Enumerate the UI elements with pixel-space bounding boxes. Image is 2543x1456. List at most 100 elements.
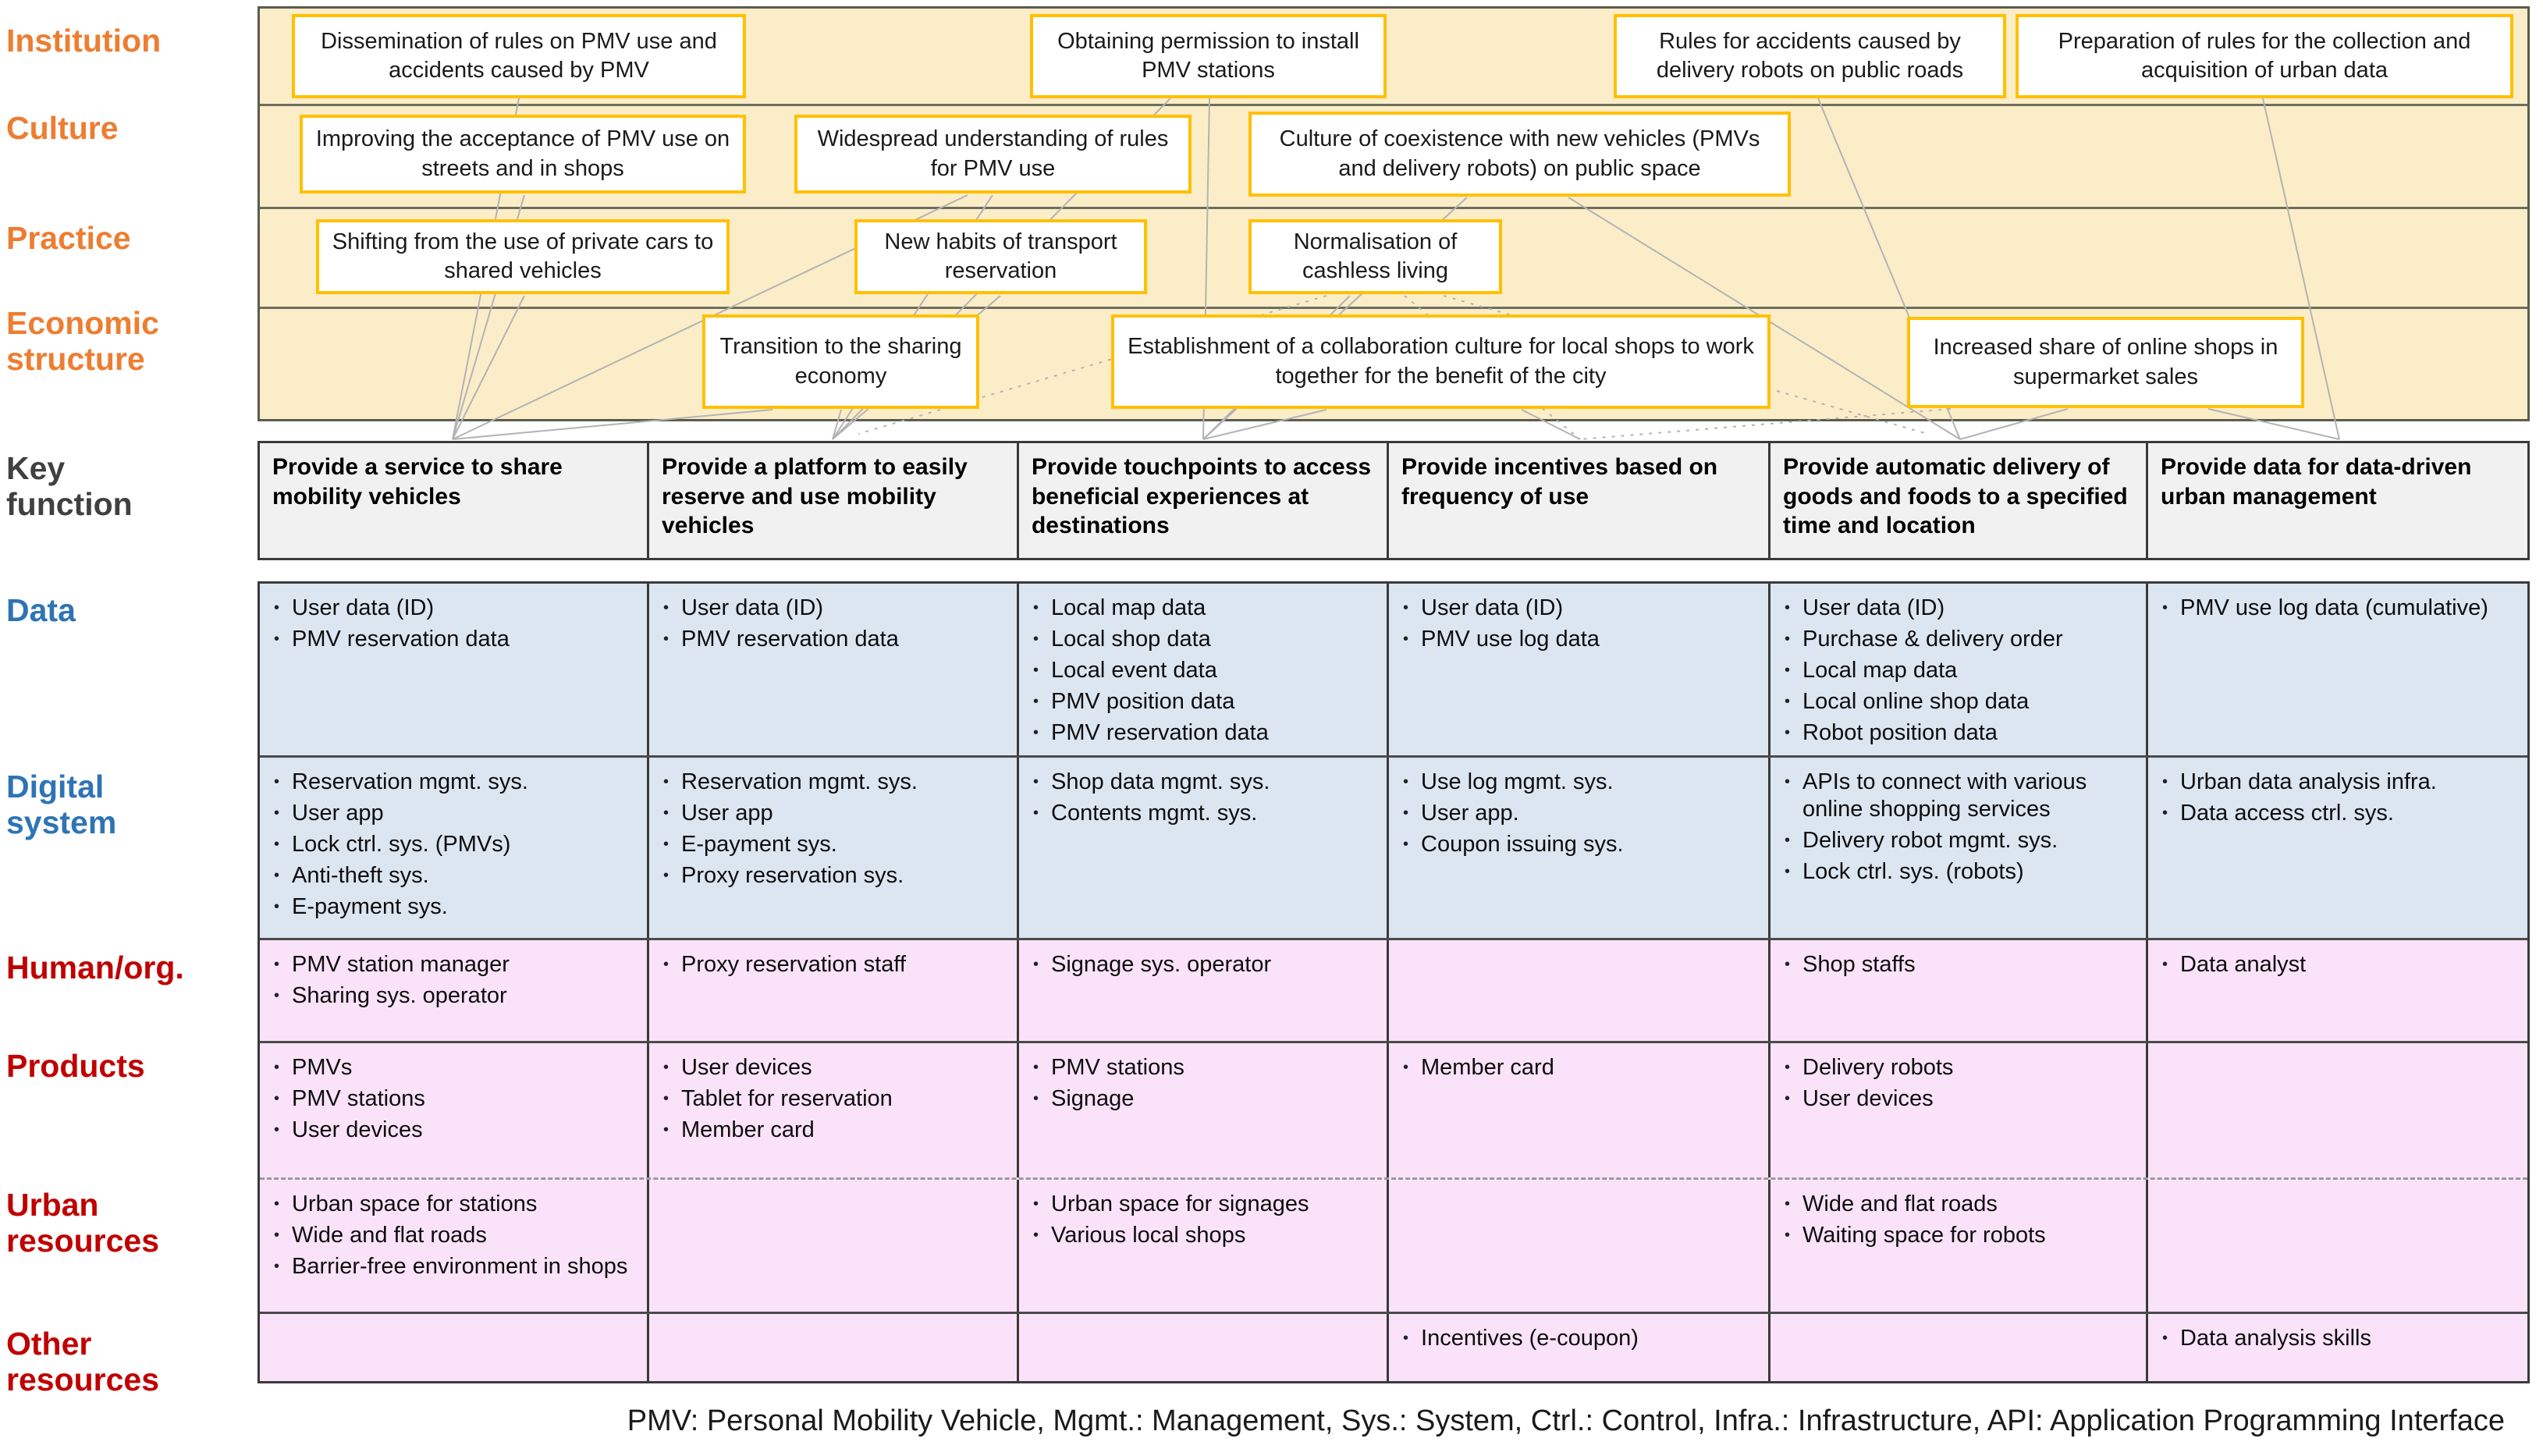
bullet-icon: • bbox=[1032, 630, 1039, 648]
list-item: • Data analysis skills bbox=[2162, 1325, 2515, 1352]
list-item-text: Reservation mgmt. sys. bbox=[680, 769, 918, 794]
institution-box-1: Dissemination of rules on PMV use and ac… bbox=[292, 14, 746, 98]
list-item-text: Urban space for signages bbox=[1051, 1191, 1309, 1216]
list-item-text: PMV stations bbox=[1051, 1055, 1184, 1080]
key-function-5: Provide automatic delivery of goods and … bbox=[1771, 443, 2148, 558]
list-item-text: Wide and flat roads bbox=[292, 1223, 487, 1248]
cell-digital-3: •Shop data mgmt. sys. •Contents mgmt. sys… bbox=[1019, 758, 1389, 938]
table-row-other-resources: •Incentives (e-coupon) • Data analysis sk… bbox=[260, 1312, 2527, 1381]
list-item-text: E-payment sys. bbox=[292, 894, 448, 919]
list-item-text: Data analysis skills bbox=[2180, 1326, 2371, 1351]
list-item: •Shop data mgmt. sys. bbox=[1033, 769, 1374, 796]
list-item: •Proxy reservation sys. bbox=[663, 862, 1004, 890]
cell-digital-2: •Reservation mgmt. sys.•User app•E-payme… bbox=[649, 758, 1019, 938]
list-item-text: Proxy reservation sys. bbox=[680, 863, 904, 888]
list-item-text: Local map data bbox=[1051, 595, 1206, 620]
bullet-icon: • bbox=[1785, 630, 1791, 648]
list-item-text: Tablet for reservation bbox=[680, 1086, 893, 1111]
list-item-text: Urban space for stations bbox=[292, 1191, 538, 1216]
list-item-text: User data (ID) bbox=[1802, 595, 1945, 620]
cell-human-5: •Shop staffs bbox=[1771, 940, 2148, 1041]
cell-data-6: •PMV use log data (cumulative) bbox=[2148, 584, 2527, 755]
bullet-icon: • bbox=[1785, 662, 1791, 679]
list-item: • Various local shops bbox=[1033, 1222, 1374, 1249]
list-item-text: Data analyst bbox=[2180, 952, 2307, 977]
list-item-text: Incentives (e-coupon) bbox=[1421, 1326, 1639, 1351]
list-item-text: User data (ID) bbox=[1421, 595, 1564, 620]
resource-table: •User data (ID)•PMV reservation data •Us… bbox=[257, 581, 2530, 1383]
bullet-icon: • bbox=[1403, 773, 1409, 790]
practice-box-1: Shifting from the use of private cars to… bbox=[316, 219, 730, 294]
cell-digital-4: •Use log mgmt. sys.•User app.•Coupon iss… bbox=[1389, 758, 1771, 938]
list-item-text: PMVs bbox=[292, 1055, 353, 1080]
bullet-icon: • bbox=[662, 836, 669, 853]
bullet-icon: • bbox=[1032, 662, 1039, 679]
list-item: • User data (ID) bbox=[1403, 595, 1756, 622]
list-item: •PMV reservation data bbox=[663, 626, 1004, 653]
list-item: •User data (ID) bbox=[274, 595, 634, 622]
list-item-text: Delivery robot mgmt. sys. bbox=[1802, 828, 2058, 853]
list-item-text: Local map data bbox=[1802, 658, 1958, 683]
bullet-icon: • bbox=[1403, 630, 1409, 648]
bullet-icon: • bbox=[1785, 599, 1791, 616]
bullet-icon: • bbox=[1785, 693, 1791, 710]
bullet-icon: • bbox=[1032, 773, 1039, 790]
list-item-text: User devices bbox=[292, 1117, 423, 1142]
bullet-icon: • bbox=[1785, 1195, 1791, 1213]
list-item: •User app bbox=[663, 800, 1004, 827]
row-label-human-org: Human/org. bbox=[6, 950, 184, 985]
list-item: •PMV position data bbox=[1033, 688, 1374, 716]
list-item-text: PMV stations bbox=[292, 1086, 425, 1111]
list-item: • Delivery robot mgmt. sys. bbox=[1785, 827, 2133, 854]
list-item: •Contents mgmt. sys. bbox=[1033, 800, 1374, 827]
row-label-products: Products bbox=[6, 1048, 145, 1084]
row-label-urban-resources: Urban resources bbox=[6, 1187, 160, 1259]
list-item: • E-payment sys. bbox=[274, 893, 634, 921]
bullet-icon: • bbox=[1032, 724, 1039, 741]
bullet-icon: • bbox=[1032, 1227, 1039, 1244]
key-function-3: Provide touchpoints to access beneficial… bbox=[1019, 443, 1389, 558]
bullet-icon: • bbox=[274, 898, 280, 915]
bullet-icon: • bbox=[2162, 1330, 2168, 1347]
list-item-text: Lock ctrl. sys. (PMVs) bbox=[292, 832, 511, 857]
list-item: •PMV use log data bbox=[1403, 626, 1756, 653]
row-label-institution: Institution bbox=[6, 23, 162, 59]
row-label-data: Data bbox=[6, 592, 76, 628]
cell-other-3 bbox=[1019, 1314, 1389, 1381]
bullet-icon: • bbox=[1403, 599, 1409, 616]
key-function-1: Provide a service to share mobility vehi… bbox=[260, 443, 649, 558]
list-item-text: Signage bbox=[1051, 1086, 1135, 1111]
abbreviation-footnote: PMV: Personal Mobility Vehicle, Mgmt.: M… bbox=[627, 1405, 2505, 1437]
cell-other-4: •Incentives (e-coupon) bbox=[1389, 1314, 1771, 1381]
bullet-icon: • bbox=[662, 773, 669, 790]
bullet-icon: • bbox=[1785, 1227, 1791, 1244]
list-item-text: Local event data bbox=[1051, 658, 1217, 683]
list-item-text: Member card bbox=[1421, 1055, 1554, 1080]
list-item-text: Robot position data bbox=[1802, 720, 1998, 745]
bullet-icon: • bbox=[1032, 1195, 1039, 1213]
cell-human-3: •Signage sys. operator bbox=[1019, 940, 1389, 1041]
bullet-icon: • bbox=[274, 1195, 280, 1213]
list-item: •PMV station manager bbox=[274, 951, 634, 978]
bullet-icon: • bbox=[1785, 863, 1791, 880]
cell-digital-1: •Reservation mgmt. sys.•User app•Lock ct… bbox=[260, 758, 649, 938]
list-item: • Urban space for stations bbox=[274, 1191, 634, 1218]
cell-products-4: •Member card bbox=[1389, 1043, 1771, 1177]
cell-urban-3: • Urban space for signages • Various local … bbox=[1019, 1180, 1389, 1312]
bullet-icon: • bbox=[1785, 956, 1791, 973]
list-item-text: APIs to connect with various online shop… bbox=[1802, 769, 2087, 822]
bullet-icon: • bbox=[274, 804, 280, 822]
bullet-icon: • bbox=[662, 1059, 669, 1076]
list-item: •Data analyst bbox=[2162, 951, 2515, 978]
bullet-icon: • bbox=[274, 1059, 280, 1076]
band-divider bbox=[260, 104, 2527, 106]
list-item: •User app. bbox=[1403, 800, 1756, 827]
list-item: •Shop staffs bbox=[1785, 951, 2133, 978]
list-item-text: PMV station manager bbox=[292, 952, 510, 977]
list-item-text: Various local shops bbox=[1051, 1223, 1246, 1248]
list-item-text: User app. bbox=[1421, 801, 1519, 826]
bullet-icon: • bbox=[1785, 832, 1791, 849]
cell-human-4 bbox=[1389, 940, 1771, 1041]
institution-box-2: Obtaining permission to install PMV stat… bbox=[1030, 14, 1387, 98]
list-item: •APIs to connect with various online sho… bbox=[1785, 769, 2133, 823]
